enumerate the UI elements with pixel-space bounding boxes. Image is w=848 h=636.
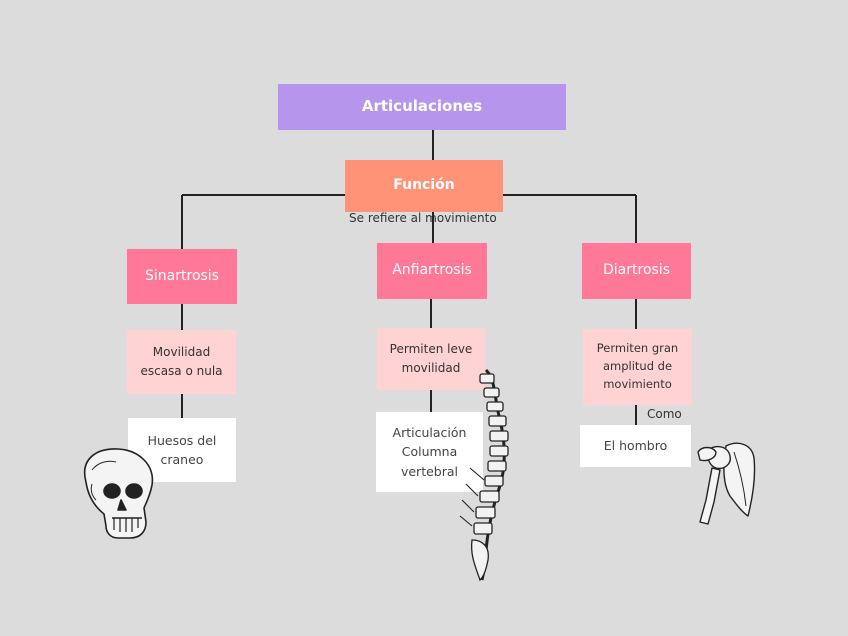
function-node[interactable]: Función xyxy=(345,160,503,212)
description-line: Permiten leve xyxy=(389,342,473,357)
vertebra-shape xyxy=(486,401,504,412)
vertebra-shape xyxy=(488,415,507,427)
sinartrosis-description-node[interactable]: Movilidad escasa o nula xyxy=(127,330,236,394)
example-line: craneo xyxy=(160,452,204,467)
description-line: Permiten gran xyxy=(596,341,679,356)
root-node[interactable]: Articulaciones xyxy=(278,84,566,130)
example-line: Huesos del xyxy=(147,432,217,448)
example-line: vertebral xyxy=(400,463,458,479)
vertebra-shape xyxy=(479,373,495,384)
sinartrosis-label: Sinartrosis xyxy=(145,267,219,284)
vertebra-shape xyxy=(487,460,507,472)
diartrosis-label: Diartrosis xyxy=(603,262,670,279)
skull-illustration xyxy=(83,448,154,539)
example-line: El hombro xyxy=(603,438,668,454)
vertebra-shape xyxy=(475,506,496,519)
vertebra-shape xyxy=(479,490,500,503)
spine-illustration xyxy=(459,368,509,582)
example-line: Columna xyxy=(401,444,458,460)
diartrosis-example-node[interactable]: El hombro xyxy=(580,425,691,467)
sinartrosis-node[interactable]: Sinartrosis xyxy=(127,249,237,304)
sacrum-shape xyxy=(470,539,489,582)
description-line: escasa o nula xyxy=(140,364,223,378)
description-line: movilidad xyxy=(401,361,461,375)
diartrosis-description-node[interactable]: Permiten gran amplitud de movimiento xyxy=(583,329,692,405)
diartrosis-node[interactable]: Diartrosis xyxy=(582,243,691,299)
function-label: Función xyxy=(393,177,455,194)
example-line: Articulación xyxy=(392,424,467,440)
vertebra-shape xyxy=(483,387,500,398)
vertebra-shape xyxy=(473,522,493,535)
root-label: Articulaciones xyxy=(361,97,483,116)
description-line: amplitud de xyxy=(602,359,673,374)
description-line: movimiento xyxy=(603,376,672,391)
anfiartrosis-description-node[interactable]: Permiten leve movilidad xyxy=(377,328,485,390)
anfiartrosis-label: Anfiartrosis xyxy=(392,262,472,279)
connector-label-como: Como xyxy=(647,407,682,421)
anfiartrosis-node[interactable]: Anfiartrosis xyxy=(377,243,487,299)
description-line: Movilidad xyxy=(152,345,211,360)
vertebra-shape xyxy=(489,430,509,442)
anfiartrosis-example-node[interactable]: Articulación Columna vertebral xyxy=(376,412,483,492)
function-note: Se refiere al movimiento xyxy=(349,211,497,225)
vertebra-shape xyxy=(489,445,509,457)
shoulder-illustration xyxy=(697,442,756,525)
vertebra-shape xyxy=(484,475,504,487)
